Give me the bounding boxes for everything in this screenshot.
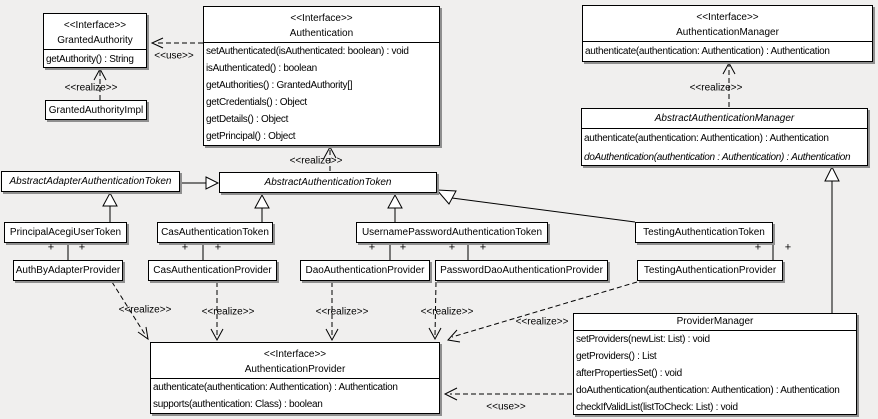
edge-realize-abstractauthenticationmanager <box>722 61 736 107</box>
realize-label: <<realize>> <box>689 82 743 94</box>
realize-label: <<realize>> <box>289 155 343 167</box>
edge-realize-abstractauthenticationtoken <box>323 145 337 171</box>
realize-label: <<realize>> <box>64 82 118 94</box>
method: getPrincipal() : Object <box>206 131 296 142</box>
class-testing-authentication-token[interactable]: TestingAuthenticationToken <box>635 222 773 243</box>
method: authenticate(authentication: Authenticat… <box>585 46 830 57</box>
class-dao-authentication-provider[interactable]: DaoAuthenticationProvider <box>300 260 430 281</box>
method: authenticate(authentication: Authenticat… <box>153 382 398 393</box>
edge-realize-passworddaoauthenticationprovider <box>428 281 442 341</box>
stereotype: <<Interface>> <box>290 13 353 24</box>
association-end-label: + <box>448 241 456 254</box>
abstract-method: doAuthentication(authentication : Authen… <box>584 152 851 163</box>
method: supports(authentication: Class) : boolea… <box>153 399 323 410</box>
method: getCredentials() : Object <box>206 97 307 108</box>
class-abstract-authentication-manager[interactable]: AbstractAuthenticationManager authentica… <box>581 108 868 166</box>
class-granted-authority-impl[interactable]: GrantedAuthorityImpl <box>45 100 147 120</box>
use-label: <<use>> <box>154 50 194 62</box>
class-name: CasAuthenticationProvider <box>153 265 272 276</box>
class-name: Authentication <box>289 28 354 39</box>
class-name: CasAuthenticationToken <box>161 227 269 238</box>
realize-label: <<realize>> <box>118 304 172 316</box>
edge-realize-grantedauthorityimpl <box>93 67 107 100</box>
class-name: AuthenticationManager <box>676 27 779 38</box>
class-name: AbstractAuthenticationManager <box>654 113 795 124</box>
edge-use-authentication-grantedauthority <box>150 37 203 49</box>
association-end-label: + <box>754 241 762 254</box>
class-cas-authentication-token[interactable]: CasAuthenticationToken <box>157 222 273 243</box>
edge-realize-daoauthenticationprovider <box>325 282 339 342</box>
association-end-label: + <box>181 241 189 254</box>
edge-generalize-abstractadapter-token <box>181 176 220 190</box>
association-end-label: + <box>784 241 792 254</box>
class-name: AuthenticationProvider <box>244 364 346 375</box>
class-name: GrantedAuthorityImpl <box>48 105 144 116</box>
use-label: <<use>> <box>486 401 526 413</box>
class-name: AbstractAdapterAuthenticationToken <box>9 176 172 187</box>
method: isAuthenticated() : boolean <box>206 63 317 74</box>
method: afterPropertiesSet() : void <box>576 368 682 379</box>
class-name: DaoAuthenticationProvider <box>305 265 425 276</box>
class-cas-authentication-provider[interactable]: CasAuthenticationProvider <box>148 260 277 281</box>
edge-generalize-usernamepassword-token <box>387 193 403 222</box>
method: getProviders() : List <box>576 351 657 362</box>
method: setAuthenticated(isAuthenticated: boolea… <box>206 46 409 57</box>
class-username-password-authentication-token[interactable]: UsernamePasswordAuthenticationToken <box>356 222 548 243</box>
stereotype: <<Interface>> <box>63 20 127 31</box>
class-password-dao-authentication-provider[interactable]: PasswordDaoAuthenticationProvider <box>435 260 608 281</box>
class-name: ProviderManager <box>676 316 754 327</box>
class-abstract-adapter-authentication-token[interactable]: AbstractAdapterAuthenticationToken <box>1 171 180 192</box>
class-granted-authority[interactable]: <<Interface>> GrantedAuthority getAuthor… <box>43 13 147 68</box>
class-name: PasswordDaoAuthenticationProvider <box>440 265 603 276</box>
association-end-label: + <box>214 241 222 254</box>
method: authenticate(authentication: Authenticat… <box>584 133 829 144</box>
realize-label: <<realize>> <box>515 316 569 328</box>
method: checkIfValidList(listToCheck: List) : vo… <box>576 402 738 413</box>
class-auth-by-adapter-provider[interactable]: AuthByAdapterProvider <box>13 260 123 281</box>
class-name: TestingAuthenticationToken <box>643 227 765 238</box>
method: setProviders(newList: List) : void <box>576 334 710 345</box>
edge-generalize-providermanager <box>824 165 840 313</box>
method: doAuthentication(authentication: Authent… <box>576 385 840 396</box>
association-end-label: + <box>399 241 407 254</box>
class-provider-manager[interactable]: ProviderManager setProviders(newList: Li… <box>573 313 857 415</box>
realize-label: <<realize>> <box>201 306 255 318</box>
edge-use-providermanager <box>443 387 572 401</box>
stereotype: <<Interface>> <box>696 12 759 23</box>
class-authentication-provider[interactable]: <<Interface>> AuthenticationProvider aut… <box>150 342 440 414</box>
class-name: AuthByAdapterProvider <box>15 265 121 276</box>
association-end-label: + <box>479 241 487 254</box>
class-authentication-manager[interactable]: <<Interface>> AuthenticationManager auth… <box>582 5 873 62</box>
realize-label: <<realize>> <box>420 306 474 318</box>
association-end-label: + <box>78 241 86 254</box>
edge-generalize-testing-token <box>435 189 636 223</box>
class-authentication[interactable]: <<Interface>> Authentication setAuthenti… <box>203 6 440 146</box>
class-name: TestingAuthenticationProvider <box>643 265 777 276</box>
edge-realize-testingauthenticationprovider <box>447 281 638 343</box>
class-name: GrantedAuthority <box>57 35 133 46</box>
class-name: PrincipalAcegiUserToken <box>9 227 122 238</box>
stereotype: <<Interface>> <box>263 349 327 360</box>
edge-generalize-cas-token <box>254 193 270 222</box>
method: getAuthority() : String <box>46 54 134 65</box>
class-principal-acegi-user-token[interactable]: PrincipalAcegiUserToken <box>4 222 127 243</box>
edge-generalize-principal-token <box>102 191 118 222</box>
method: getAuthorities() : GrantedAuthority[] <box>206 80 353 91</box>
association-end-label: + <box>368 241 376 254</box>
method: getDetails() : Object <box>206 114 289 125</box>
class-testing-authentication-provider[interactable]: TestingAuthenticationProvider <box>637 260 783 281</box>
class-name: AbstractAuthenticationToken <box>264 177 392 188</box>
edge-realize-authbyadapterprovider <box>111 281 149 341</box>
class-name: UsernamePasswordAuthenticationToken <box>361 227 543 238</box>
class-abstract-authentication-token[interactable]: AbstractAuthenticationToken <box>219 172 437 193</box>
association-end-label: + <box>47 241 55 254</box>
realize-label: <<realize>> <box>315 306 369 318</box>
edge-realize-casauthenticationprovider <box>210 282 224 342</box>
